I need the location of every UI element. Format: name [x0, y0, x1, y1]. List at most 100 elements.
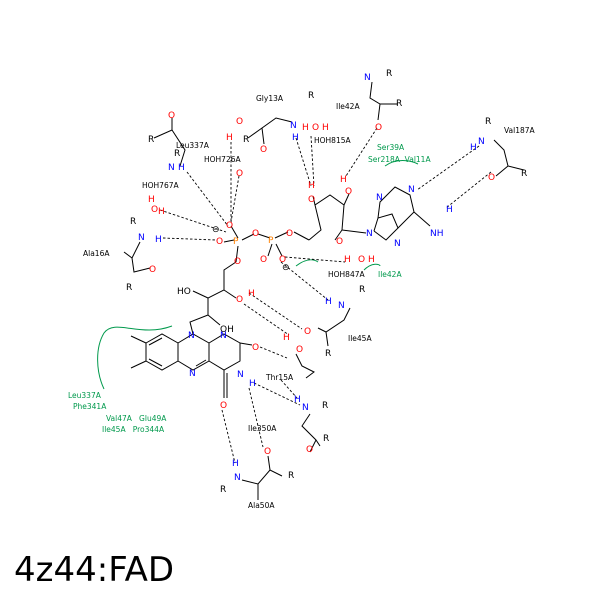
label-ile42-top: Ile42A	[336, 102, 360, 111]
label-hoh726: HOH726A	[204, 155, 241, 164]
atom-hn: H	[155, 235, 162, 245]
atom-o: O	[306, 445, 313, 455]
atom-r: R	[521, 169, 527, 179]
gly13-co	[261, 127, 265, 145]
atom-hn: H	[292, 133, 299, 143]
atom-o: O	[234, 257, 241, 267]
atom-o: O	[236, 169, 243, 179]
hydrophobic-arc-ile42	[363, 263, 381, 271]
atom-o: O	[236, 117, 243, 127]
hbond-ala16	[162, 237, 217, 241]
flavin-ring-a	[145, 333, 179, 371]
atom-hn: H	[470, 143, 477, 153]
atom-hn: H	[249, 379, 256, 389]
hbond-hoh726-p	[230, 175, 240, 223]
atom-r: R	[288, 471, 294, 481]
atom-h: H	[368, 255, 375, 265]
atom-hn: H	[325, 297, 332, 307]
hbond-thr15-n	[280, 379, 298, 399]
p1-o-up	[230, 225, 239, 239]
ribityl-chain	[189, 261, 237, 335]
label-ala50: Ala50A	[248, 501, 275, 510]
hbond-ala50-n	[248, 387, 264, 448]
atom-ho: HO	[177, 287, 191, 297]
flavin-double-3	[195, 359, 207, 367]
label-thr15: Thr15A	[265, 373, 294, 382]
label-leu337-hydrophobic: Leu337A	[68, 391, 102, 400]
hbond-hoh815	[310, 135, 315, 187]
charge-minus: ⊖	[212, 225, 220, 235]
atom-o: O	[345, 187, 352, 197]
atom-n: N	[394, 239, 401, 249]
atom-n: N	[168, 163, 175, 173]
atom-hn: H	[178, 163, 185, 173]
atom-n: N	[189, 369, 196, 379]
atom-n: N	[366, 229, 373, 239]
ala50-co	[267, 455, 271, 471]
atom-n: N	[188, 331, 195, 341]
flavin-double-2	[148, 358, 163, 367]
atom-h: H	[308, 181, 315, 191]
atom-n: N	[408, 185, 415, 195]
atom-r: R	[174, 149, 180, 159]
p2-o-down	[267, 243, 273, 257]
atom-o: O	[279, 255, 286, 265]
p1-bridge	[241, 233, 255, 241]
atom-o: O	[488, 173, 495, 183]
atom-r: R	[220, 485, 226, 495]
adenine-imidazole	[373, 213, 399, 241]
hbond-val187-n	[416, 145, 480, 191]
ala50-backbone	[241, 469, 283, 485]
atom-o: O	[304, 327, 311, 337]
atom-r: R	[325, 349, 331, 359]
c2-o	[239, 342, 253, 346]
atom-o: O	[260, 255, 267, 265]
atom-n: N	[478, 137, 485, 147]
p2-bridge	[257, 233, 271, 239]
atom-n: N	[302, 403, 309, 413]
atom-n: N	[237, 370, 244, 380]
atom-o: O	[296, 345, 303, 355]
atom-r: R	[359, 285, 365, 295]
atom-o: O	[149, 265, 156, 275]
label-ala16: Ala16A	[83, 249, 110, 258]
atom-o: O	[236, 295, 243, 305]
label-ile350: Ile350A	[248, 424, 277, 433]
ribose-c5	[293, 231, 310, 241]
hbond-gly13	[295, 137, 312, 187]
val187-backbone	[493, 139, 525, 171]
atom-hn: H	[232, 459, 239, 469]
label-ile42-hydrophobic: Ile42A	[378, 270, 402, 279]
label-val187: Val187A	[504, 126, 536, 135]
atom-o: O	[252, 229, 259, 239]
hydrogen-bonds	[159, 127, 492, 464]
hbond-ile42-o	[345, 127, 378, 177]
atom-hn: H	[446, 205, 453, 215]
hydrophobic-arc-ser39	[384, 160, 419, 167]
atom-r: R	[308, 91, 314, 101]
page-title: 4z44:FAD	[14, 550, 175, 590]
atom-h: H	[226, 133, 233, 143]
label-leu337: Leu337A	[176, 141, 210, 150]
ala16-nh	[131, 241, 141, 259]
hydrophobic-contacts	[97, 160, 419, 390]
methyl-2	[130, 360, 147, 369]
atom-o: O	[168, 111, 175, 121]
ribose-o2	[312, 195, 316, 206]
atom-o: O	[151, 205, 158, 215]
atom-n: N	[290, 121, 297, 131]
ile42-top-backbone	[369, 81, 398, 105]
hbond-ile350-n3	[253, 382, 301, 406]
atom-o: O	[312, 123, 319, 133]
hydrophobic-arc-near-hoh847	[295, 259, 319, 267]
label-phe341-hydrophobic: Phe341A	[73, 402, 107, 411]
val187-co	[495, 165, 509, 177]
atom-r: R	[130, 217, 136, 227]
ile42-top-co	[377, 103, 381, 121]
atom-o: O	[226, 221, 233, 231]
atom-r: R	[148, 135, 154, 145]
atom-n: N	[234, 473, 241, 483]
atom-r: R	[485, 117, 491, 127]
atom-r: R	[396, 99, 402, 109]
